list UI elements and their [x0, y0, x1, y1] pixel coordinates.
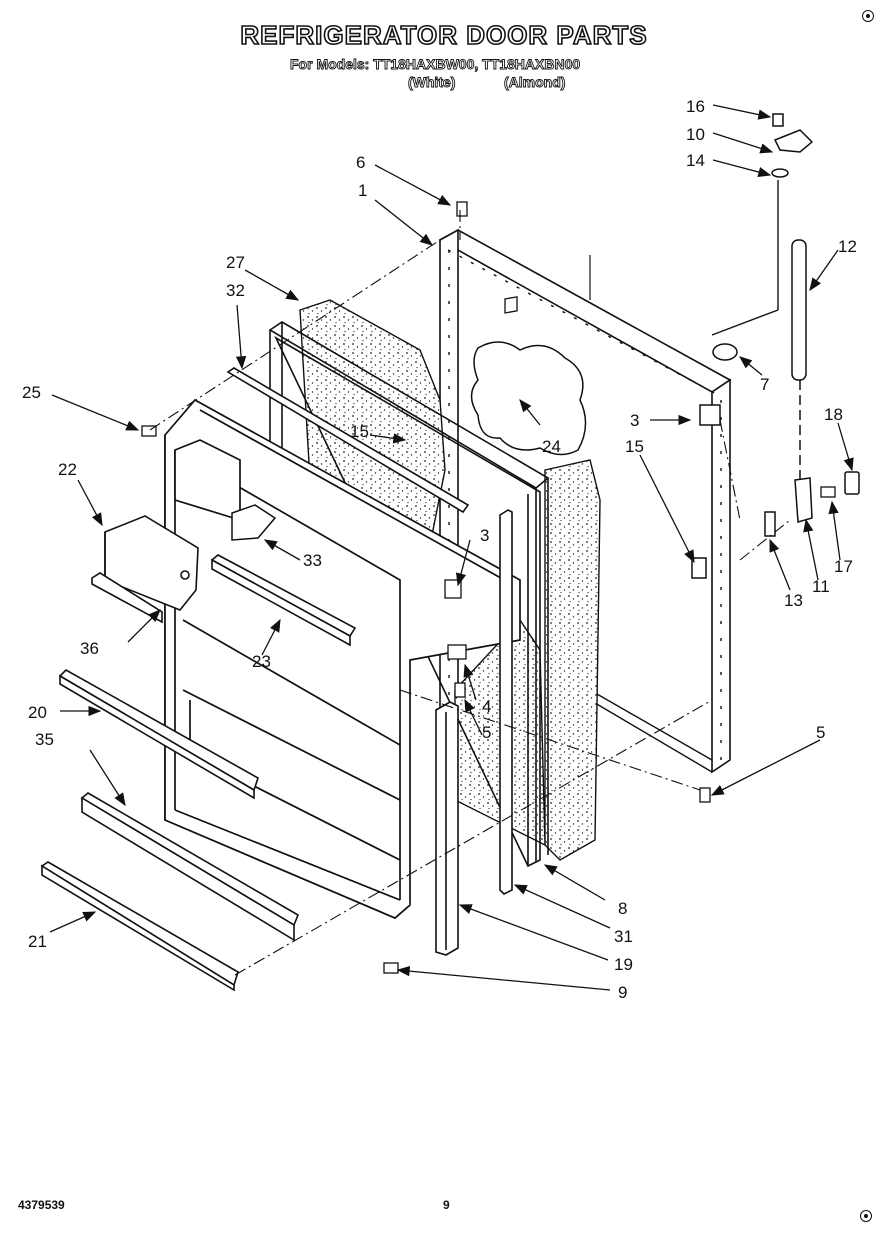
callout-12: 12 [838, 237, 857, 256]
cutaway-region [470, 296, 587, 456]
callout-3-right: 3 [630, 411, 639, 430]
callout-27: 27 [226, 253, 245, 272]
callout-33: 33 [303, 551, 322, 570]
butter-compartment [91, 515, 199, 624]
hinge-side-strip [435, 509, 513, 956]
dairy-door-33 [231, 504, 277, 541]
door-rails [40, 367, 470, 992]
callout-9: 9 [618, 983, 627, 1002]
callout-7: 7 [760, 375, 769, 394]
color-label-white: (White) [408, 74, 456, 91]
callout-10: 10 [686, 125, 705, 144]
callout-23: 23 [252, 652, 271, 671]
callout-11: 11 [812, 577, 830, 596]
callout-1: 1 [358, 181, 367, 200]
hinge-hardware [691, 113, 860, 579]
document-number: 4379539 [18, 1198, 65, 1212]
callout-14: 14 [686, 151, 705, 170]
callout-32: 32 [226, 281, 245, 300]
callout-5-right: 5 [816, 723, 825, 742]
callout-15-left: 15 [350, 422, 369, 441]
color-label-almond: (Almond) [504, 74, 566, 91]
callout-21: 21 [28, 932, 47, 951]
models-line: For Models: TT18HAXBW00, TT18HAXBN00 [290, 56, 581, 73]
callout-16: 16 [686, 97, 705, 116]
callout-20: 20 [28, 703, 47, 722]
alignment-lines [149, 210, 791, 976]
callout-15-right: 15 [625, 437, 644, 456]
callout-8: 8 [618, 899, 627, 918]
callout-17: 17 [834, 557, 853, 576]
callout-19: 19 [614, 955, 633, 974]
callout-35: 35 [35, 730, 54, 749]
callout-13: 13 [784, 591, 803, 610]
callout-36: 36 [80, 639, 99, 658]
registration-mark-bottom-right [860, 1210, 872, 1222]
registration-mark-top-right [862, 10, 874, 22]
page-title: REFRIGERATOR DOOR PARTS [240, 19, 648, 51]
callout-arrows [49, 104, 854, 991]
page-number: 9 [443, 1198, 450, 1212]
callout-22: 22 [58, 460, 77, 479]
callout-numbers: 6 1 27 32 25 15 22 33 36 23 20 35 21 3 4… [22, 97, 857, 1002]
callout-25: 25 [22, 383, 41, 402]
screws [141, 201, 836, 974]
callout-3-center: 3 [480, 526, 489, 545]
callout-5-center: 5 [482, 723, 491, 742]
callout-4: 4 [482, 697, 491, 716]
callout-6: 6 [356, 153, 365, 172]
callout-24: 24 [542, 437, 561, 456]
callout-31: 31 [614, 927, 633, 946]
callout-18: 18 [824, 405, 843, 424]
